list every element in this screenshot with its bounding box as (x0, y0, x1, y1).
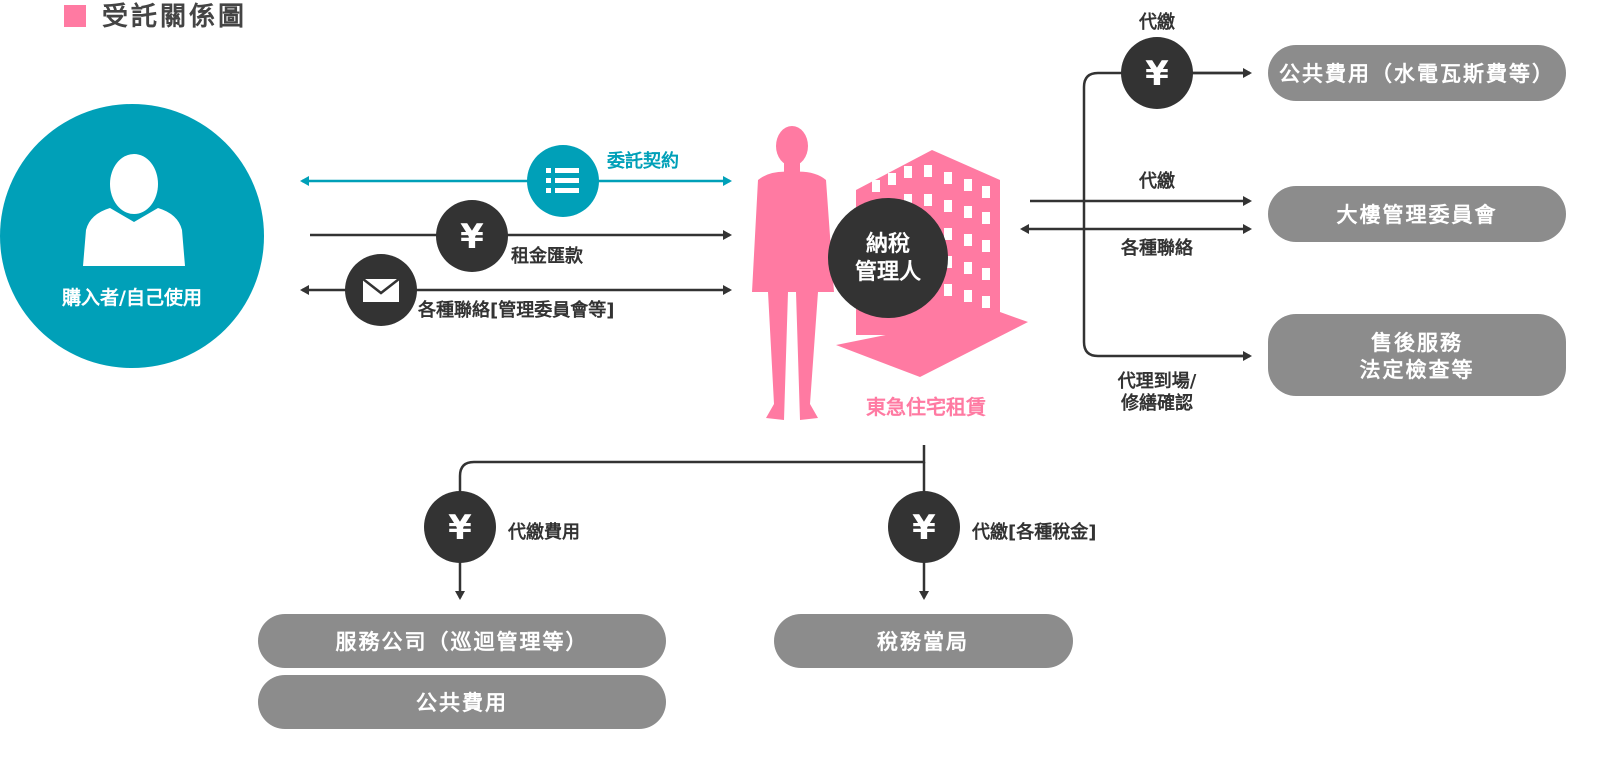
svg-text:¥: ¥ (912, 508, 936, 548)
utilities-box: 公共費用（水電瓦斯費等） (1268, 45, 1566, 101)
rent-label: 租金匯款 (511, 245, 584, 267)
svg-text:¥: ¥ (460, 217, 484, 257)
svg-text:¥: ¥ (448, 508, 472, 548)
envelope-icon (345, 254, 417, 326)
svg-text:稅務當局: 稅務當局 (877, 630, 969, 654)
service-company-box: 服務公司（巡迴管理等） (258, 614, 666, 668)
bottom-branch-line (455, 445, 926, 600)
svg-text:¥: ¥ (1145, 54, 1169, 94)
list-icon (527, 145, 599, 217)
onsite-label-2: 修繕確認 (1120, 392, 1193, 414)
contact-label: 各種聯絡[管理委員會等] (417, 299, 614, 321)
pay-fees-label: 代繳費用 (507, 521, 580, 543)
after-service-box: 售後服務 法定檢查等 (1268, 314, 1566, 396)
page-title: 受託關係圖 (102, 1, 247, 32)
committee-box: 大樓管理委員會 (1268, 186, 1566, 242)
svg-text:公共費用: 公共費用 (416, 691, 508, 715)
title-marker (64, 5, 86, 27)
right-branch-line (1082, 71, 1250, 358)
svg-text:大樓管理委員會: 大樓管理委員會 (1337, 203, 1498, 227)
public-fees-box: 公共費用 (258, 675, 666, 729)
yen-icon: ¥ (424, 491, 496, 563)
contact-right-label: 各種聯絡 (1120, 237, 1194, 259)
owner-label: 購入者/自己使用 (62, 286, 202, 309)
owner-node: 購入者/自己使用 (0, 104, 264, 368)
yen-icon: ¥ (1121, 37, 1193, 109)
onsite-label-1: 代理到場/ (1117, 371, 1197, 392)
tax-authority-box: 稅務當局 (774, 614, 1073, 668)
svg-text:售後服務: 售後服務 (1371, 331, 1463, 355)
manager-line2: 管理人 (855, 259, 921, 285)
manager-line1: 納稅 (866, 231, 910, 257)
svg-text:公共費用（水電瓦斯費等）: 公共費用（水電瓦斯費等） (1279, 62, 1555, 86)
yen-icon: ¥ (888, 491, 960, 563)
svg-text:法定檢查等: 法定檢查等 (1360, 358, 1475, 382)
yen-icon: ¥ (436, 200, 508, 272)
manager-node: 納稅 管理人 (828, 198, 948, 318)
businessman-icon (752, 126, 834, 420)
svg-text:服務公司（巡迴管理等）: 服務公司（巡迴管理等） (336, 630, 589, 654)
company-label: 東急住宅租賃 (866, 395, 986, 419)
pay-mid-label: 代繳 (1138, 170, 1175, 192)
contract-label: 委託契約 (606, 150, 679, 172)
pay-top-label: 代繳 (1138, 11, 1175, 33)
pay-taxes-label: 代繳[各種稅金] (971, 521, 1096, 543)
person-icon (83, 154, 185, 266)
